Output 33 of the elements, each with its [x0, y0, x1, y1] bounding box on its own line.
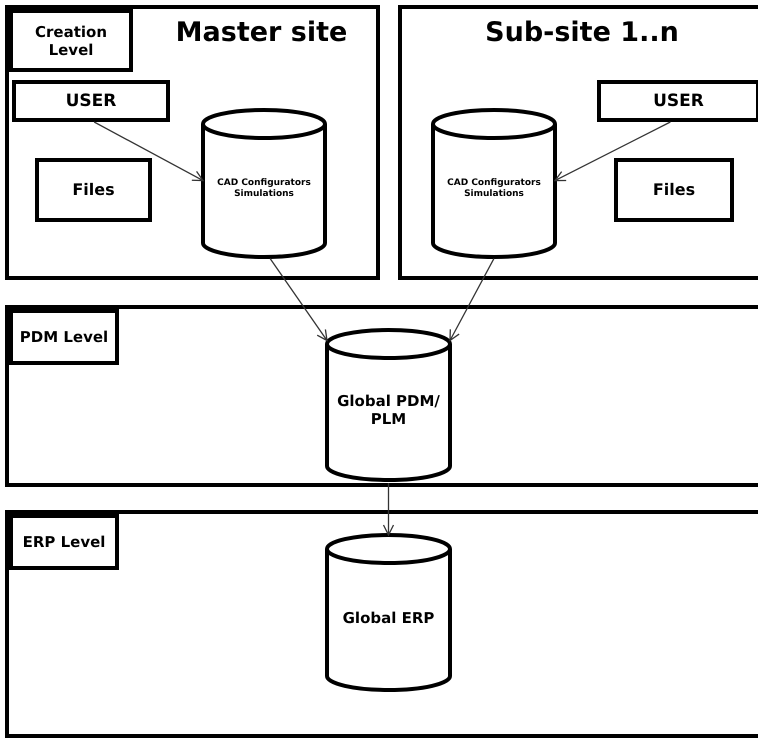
level-band: [5, 510, 758, 738]
node-label: Files: [71, 179, 116, 202]
panel-title: Sub-site 1..n: [484, 16, 680, 50]
node-label: USER: [64, 90, 118, 113]
node-label: PDM Level: [18, 327, 110, 348]
level-band: [5, 305, 758, 487]
arrow: [382, 483, 394, 536]
files-box: [35, 158, 152, 222]
database-cylinder: [203, 110, 325, 257]
site-panel: [5, 5, 380, 280]
arrow: [270, 258, 328, 342]
node-label: Creation Level: [34, 22, 108, 60]
arrow: [94, 121, 204, 182]
node-label: USER: [652, 90, 705, 113]
node-label: Global PDM/ PLM: [336, 391, 441, 430]
site-panel: [398, 5, 758, 280]
level-label: [9, 9, 133, 72]
node-label: ERP Level: [22, 532, 106, 553]
database-cylinder: [327, 330, 450, 480]
files-box: [614, 158, 734, 222]
node-label: Files: [652, 179, 696, 202]
user-box: [597, 80, 758, 122]
node-label: CAD Configurators Simulations: [446, 176, 542, 200]
node-label: CAD Configurators Simulations: [216, 176, 312, 200]
level-label: [9, 309, 119, 365]
database-cylinder: [433, 110, 555, 257]
arrow: [554, 121, 671, 182]
database-cylinder: [327, 535, 450, 690]
user-box: [12, 80, 170, 122]
node-label: Global ERP: [342, 608, 436, 628]
panel-title: Master site: [174, 16, 348, 50]
level-label: [9, 514, 119, 570]
arrow: [449, 258, 495, 342]
